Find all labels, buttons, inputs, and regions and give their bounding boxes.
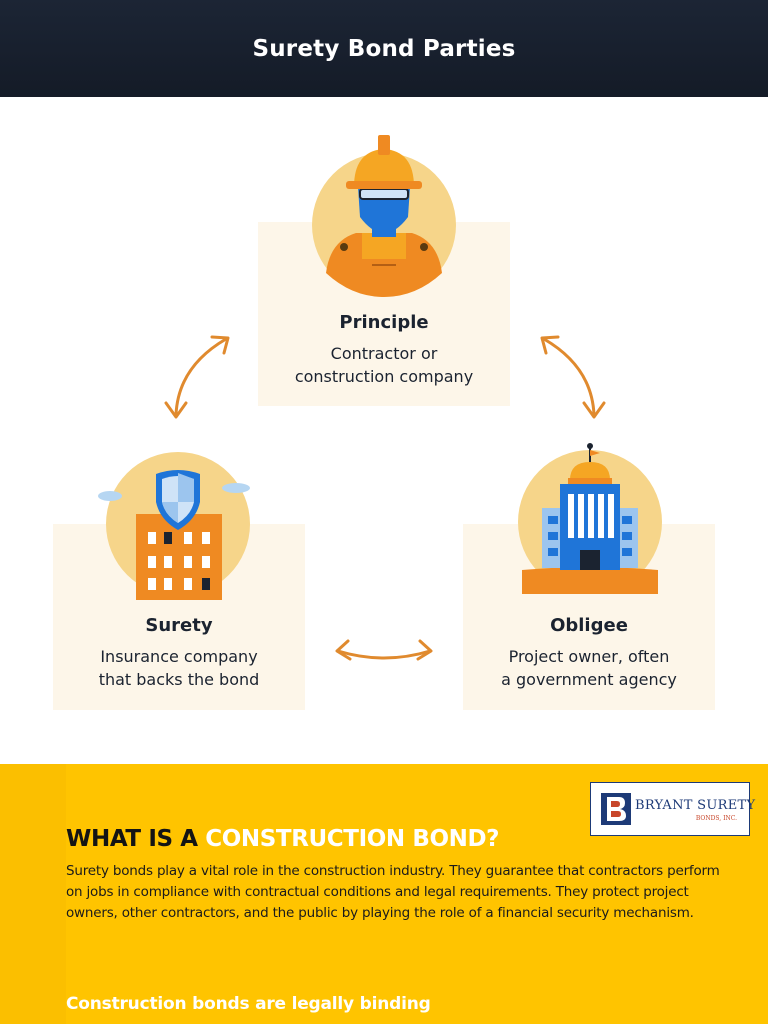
heading-dark-part: WHAT IS A <box>66 826 206 852</box>
obligee-title: Obligee <box>550 615 628 636</box>
surety-desc-line2: that backs the bond <box>98 670 260 689</box>
parties-diagram: Principle Contractor or construction com… <box>0 97 768 764</box>
construction-bond-subheading: Construction bonds are legally binding <box>66 994 431 1014</box>
bryant-surety-logo: BRYANT SURETY BONDS, INC. <box>590 782 755 836</box>
principle-title: Principle <box>339 312 429 333</box>
construction-bond-section: BRYANT SURETY BONDS, INC. WHAT IS A CONS… <box>0 764 768 1024</box>
logo-subtext: BONDS, INC. <box>695 815 737 822</box>
logo-name: BRYANT SURETY <box>635 798 756 813</box>
construction-worker-icon <box>312 133 456 297</box>
principle-description: Contractor or construction company <box>258 342 510 388</box>
principle-obligee-arrow <box>540 335 606 419</box>
obligee-description: Project owner, often a government agency <box>463 645 715 691</box>
government-building-icon <box>514 442 666 594</box>
principle-desc-line2: construction company <box>294 367 474 386</box>
obligee-desc-line2: a government agency <box>501 670 677 689</box>
obligee-desc-line1: Project owner, often <box>508 647 670 666</box>
surety-desc-line1: Insurance company <box>100 647 258 666</box>
decorative-stripe <box>0 764 66 1024</box>
logo-mark-icon <box>601 793 631 825</box>
page-title: Surety Bond Parties <box>252 35 516 62</box>
surety-description: Insurance company that backs the bond <box>53 645 305 691</box>
surety-title: Surety <box>145 615 213 636</box>
shield-building-icon <box>96 452 256 600</box>
principle-surety-arrow <box>164 335 230 419</box>
header-banner: Surety Bond Parties <box>0 0 768 97</box>
construction-bond-heading: WHAT IS A CONSTRUCTION BOND? <box>66 826 500 852</box>
principle-desc-line1: Contractor or <box>330 344 438 363</box>
heading-highlight-part: CONSTRUCTION BOND? <box>205 826 500 852</box>
construction-bond-body: Surety bonds play a vital role in the co… <box>66 863 720 921</box>
surety-obligee-arrow <box>335 639 433 661</box>
